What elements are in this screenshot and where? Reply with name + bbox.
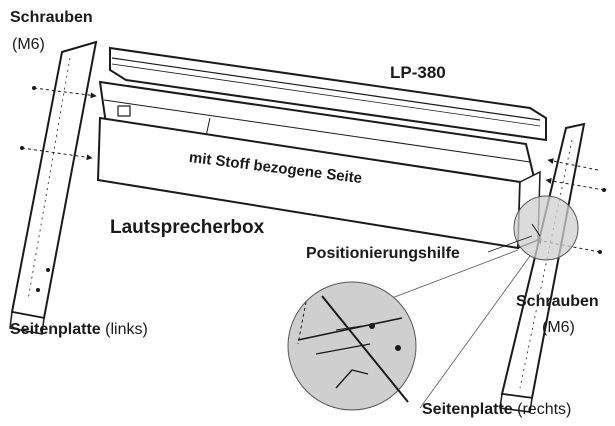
side-panel-right-name: Seitenplatte [422, 401, 513, 418]
screws-left-label: Schrauben [10, 9, 93, 26]
positioning-leader [487, 235, 533, 253]
screws-left-size: (M6) [12, 36, 45, 53]
side-panel-left-label: Seitenplatte (links) [10, 322, 148, 338]
side-panel-right [499, 122, 586, 413]
screws-left [20, 86, 97, 161]
highlight-circle [513, 195, 579, 261]
speaker-box-label: Lautsprecherbox [110, 217, 265, 238]
side-panel-left-suffix: (links) [105, 321, 148, 338]
side-panel-left [9, 40, 98, 335]
positioning-aid-label: Positionierungshilfe [306, 245, 460, 262]
screws-right-label: Schrauben [516, 293, 599, 310]
screws-right-size: (M6) [542, 319, 575, 336]
detail-magnifier [287, 249, 531, 411]
model-label: LP-380 [390, 63, 446, 82]
side-panel-right-suffix: (rechts) [517, 401, 572, 418]
side-panel-left-name: Seitenplatte [10, 321, 101, 338]
piano-body [98, 46, 547, 188]
side-panel-right-label: Seitenplatte (rechts) [422, 402, 571, 418]
